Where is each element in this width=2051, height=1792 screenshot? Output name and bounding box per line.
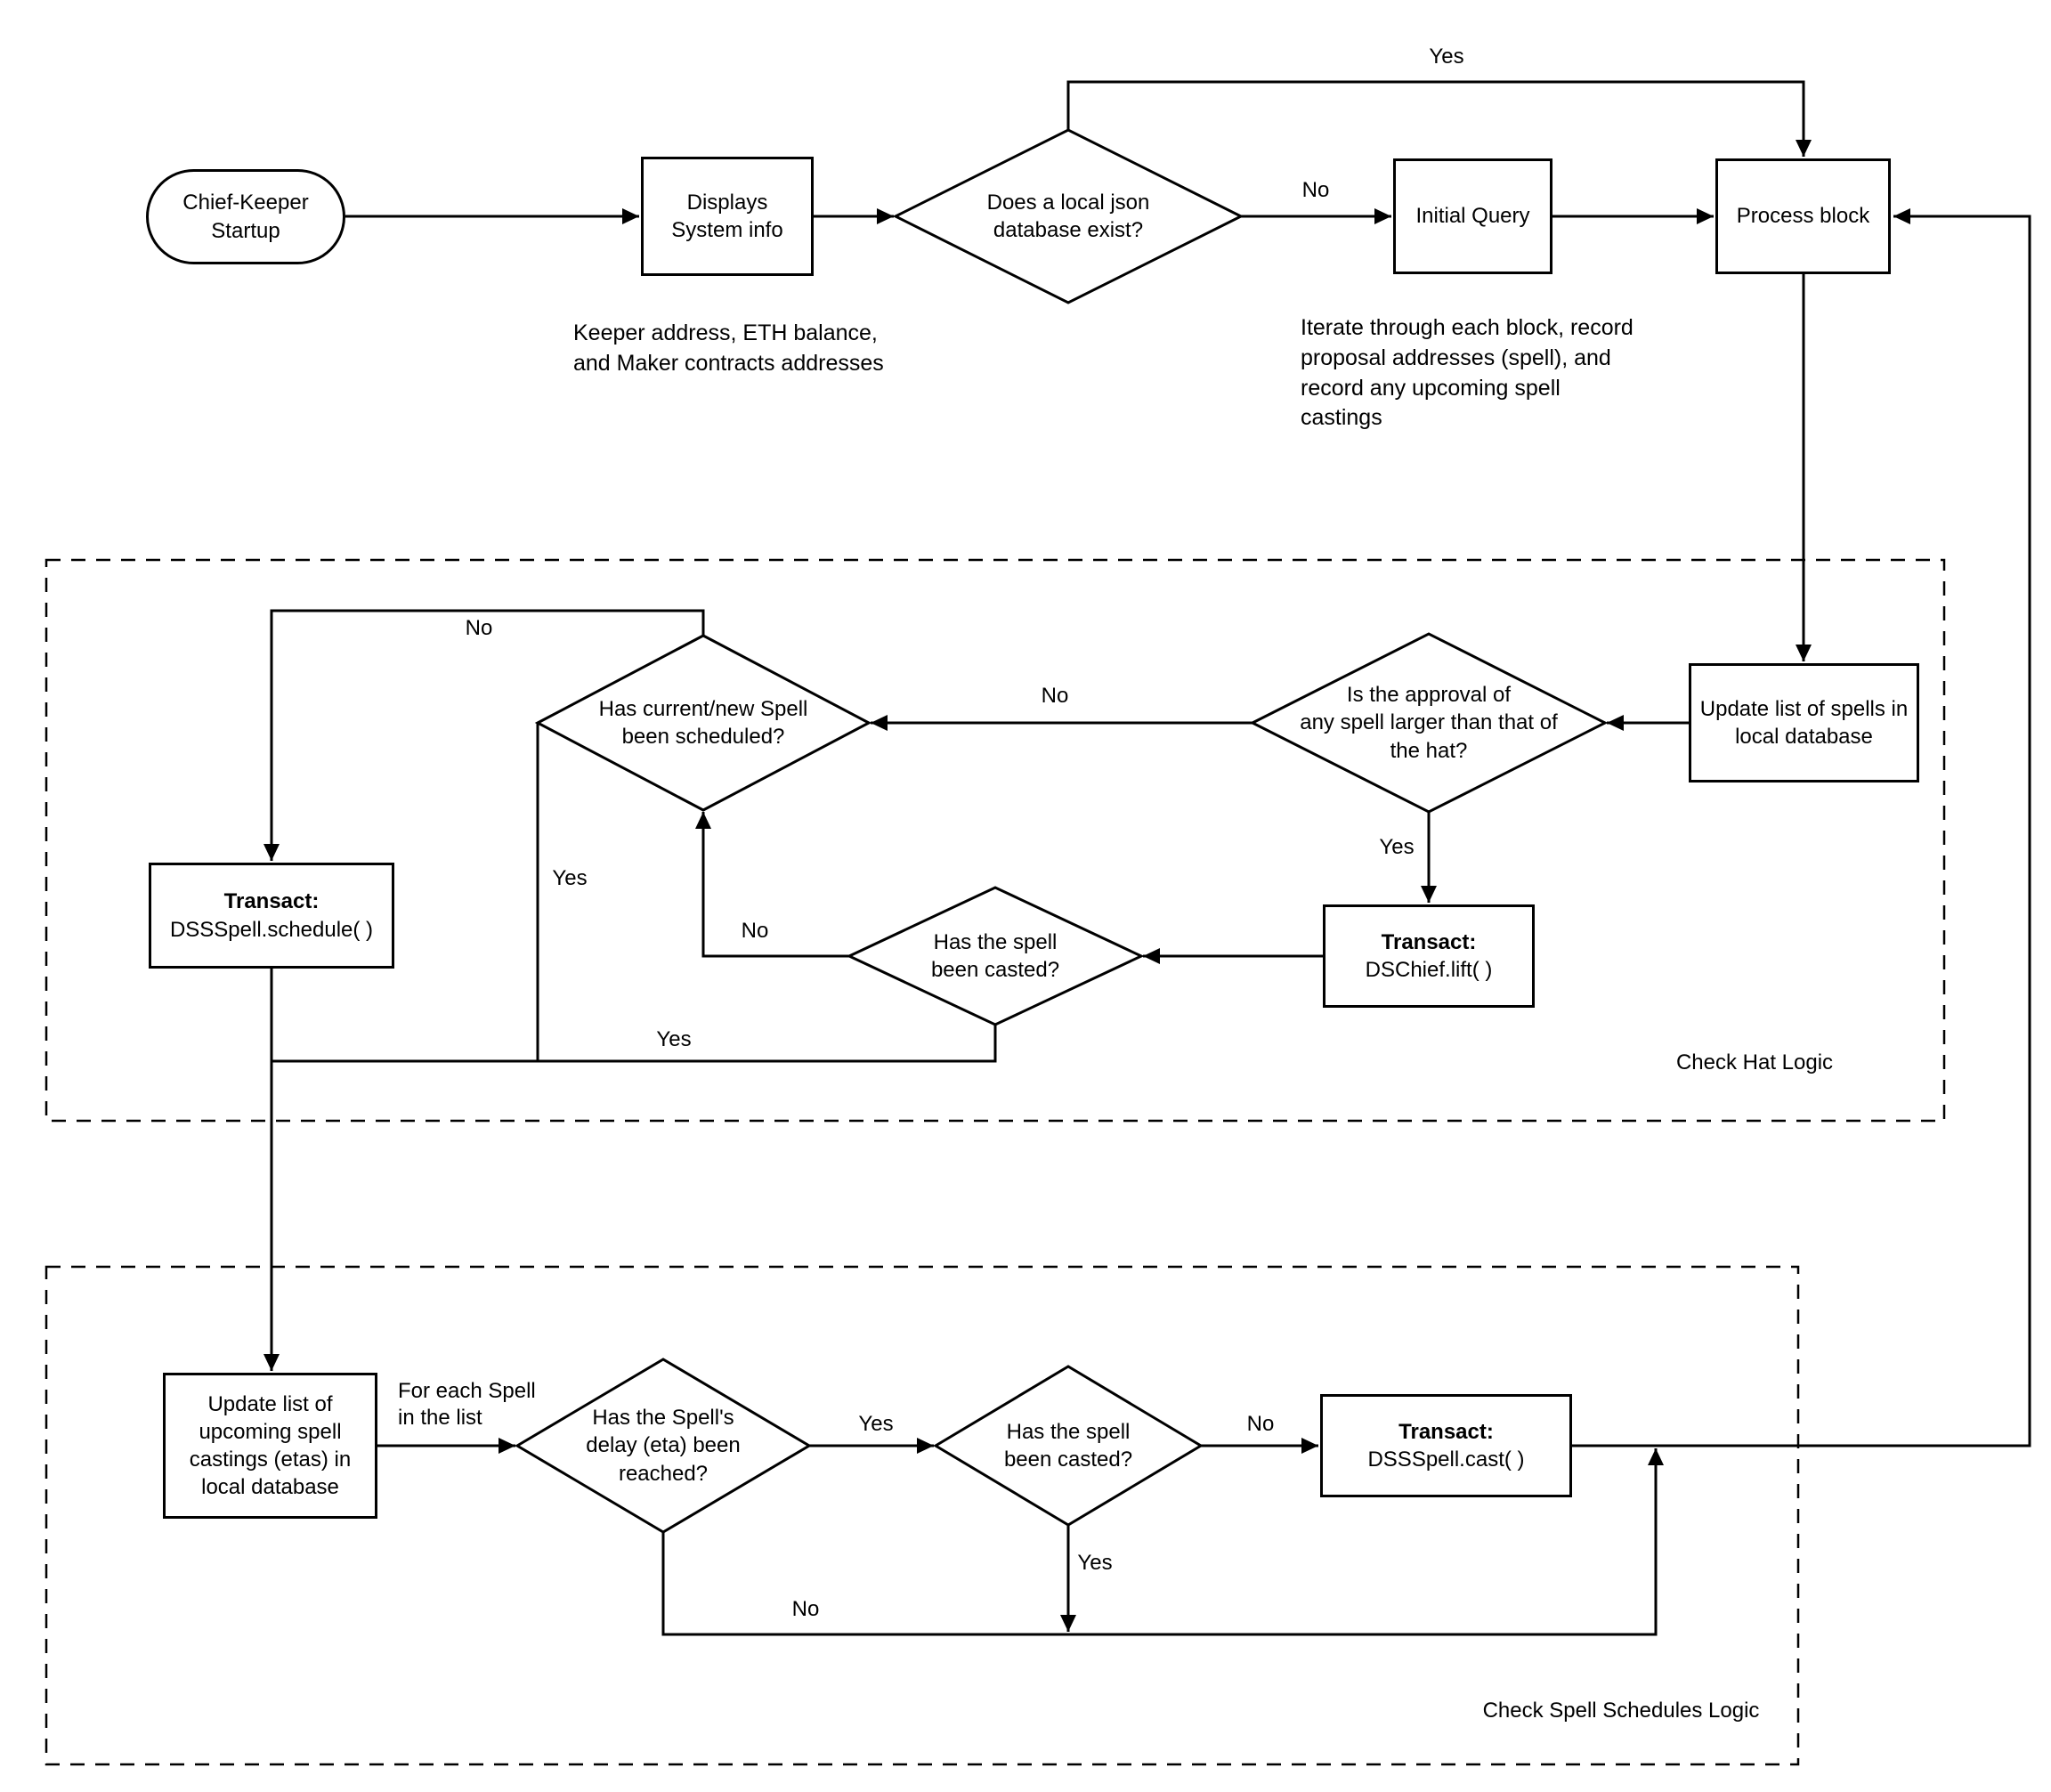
initial-query-node: Initial Query [1393,158,1552,274]
for-each-spell-label: For each Spell in the list [398,1379,536,1430]
displays-system-info-node: Displays System info [641,157,814,276]
check-spell-schedules-logic-label: Check Spell Schedules Logic [1482,1699,1760,1723]
spell-scheduled-diamond [534,634,872,812]
no-casted-sched-label: No [1246,1412,1275,1436]
edge-dbexists-processblock-yes [1066,80,1812,157]
startup-node: Chief-Keeper Startup [146,169,345,264]
transact-cast-call: DSSSpell.cast( ) [1367,1447,1525,1472]
spell-casted-hat-label: Has the spell been casted? [930,929,1060,982]
db-exists-diamond [892,128,1244,304]
initial-query-annotation: Iterate through each block, record propo… [1301,315,1634,431]
transact-schedule-heading: Transact: [223,889,320,914]
transact-lift-node: Transact: DSChief.lift( ) [1323,904,1535,1008]
edge-delay-no-bypass [661,1448,1664,1636]
spell-scheduled-label: Has current/new Spell been scheduled? [598,696,808,749]
transact-schedule-call: DSSSpell.schedule( ) [169,917,374,942]
update-etas-node: Update list of upcoming spell castings (… [163,1373,377,1519]
spell-casted-hat-diamond [846,886,1145,1026]
no-approval-label: No [1041,684,1069,708]
delay-reached-label: Has the Spell's delay (eta) been reached… [586,1406,741,1486]
no-delay-label: No [791,1597,820,1621]
delay-reached-diamond [515,1358,812,1534]
yes-top-loop-label: Yes [1429,45,1464,69]
transact-lift-call: DSChief.lift( ) [1365,958,1493,982]
approval-check-diamond [1249,632,1609,814]
transact-schedule-node: Transact: DSSSpell.schedule( ) [149,863,394,969]
no-casted-hat-label: No [741,919,769,943]
yes-delay-label: Yes [858,1412,894,1436]
edge-scheduled-transactschedule-no [263,609,705,861]
edge-castedhat-yes-collector [272,1025,997,1063]
yes-casted-sched-label: Yes [1077,1551,1113,1575]
edge-transactcast-processblock-loop [1572,208,2031,1447]
displays-annotation: Keeper address, ETH balance, and Maker c… [573,320,884,376]
spell-casted-sched-label: Has the spell been casted? [1003,1419,1133,1472]
transact-cast-node: Transact: DSSSpell.cast( ) [1320,1394,1572,1497]
check-hat-logic-box [45,558,1946,1123]
no-scheduled-label: No [465,616,493,640]
no-db-label: No [1301,178,1330,202]
spell-casted-sched-diamond [933,1365,1204,1527]
yes-scheduled-label: Yes [552,866,588,890]
check-hat-logic-label: Check Hat Logic [1675,1050,1834,1074]
process-block-node: Process block [1715,158,1891,274]
edge-castedhat-scheduled-no [695,812,849,958]
transact-cast-heading: Transact: [1398,1419,1494,1444]
check-spell-schedules-logic-box [45,1265,1800,1766]
transact-lift-heading: Transact: [1381,929,1477,954]
yes-approval-label: Yes [1379,835,1415,859]
approval-check-label: Is the approval of any spell larger than… [1300,683,1558,763]
update-spells-node: Update list of spells in local database [1689,663,1919,782]
yes-casted-hat-label: Yes [656,1027,692,1051]
db-exists-label: Does a local json database exist? [986,190,1150,242]
